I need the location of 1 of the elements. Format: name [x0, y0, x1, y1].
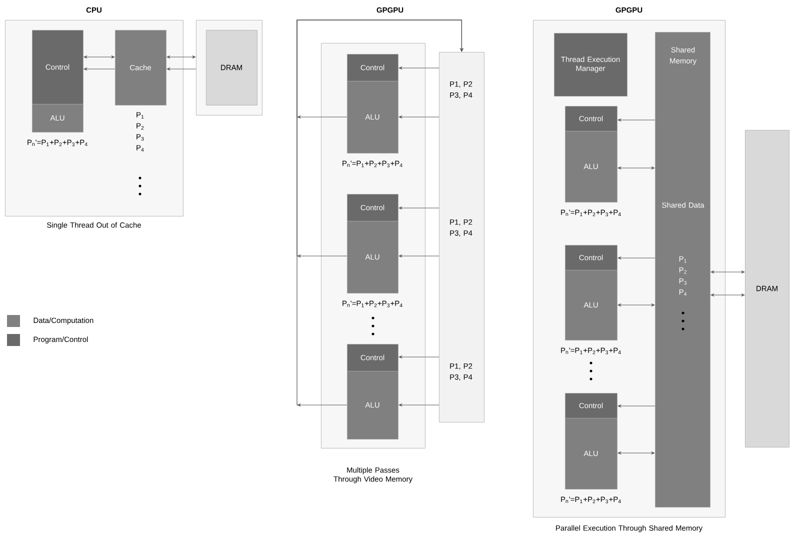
arrow	[296, 20, 464, 407]
